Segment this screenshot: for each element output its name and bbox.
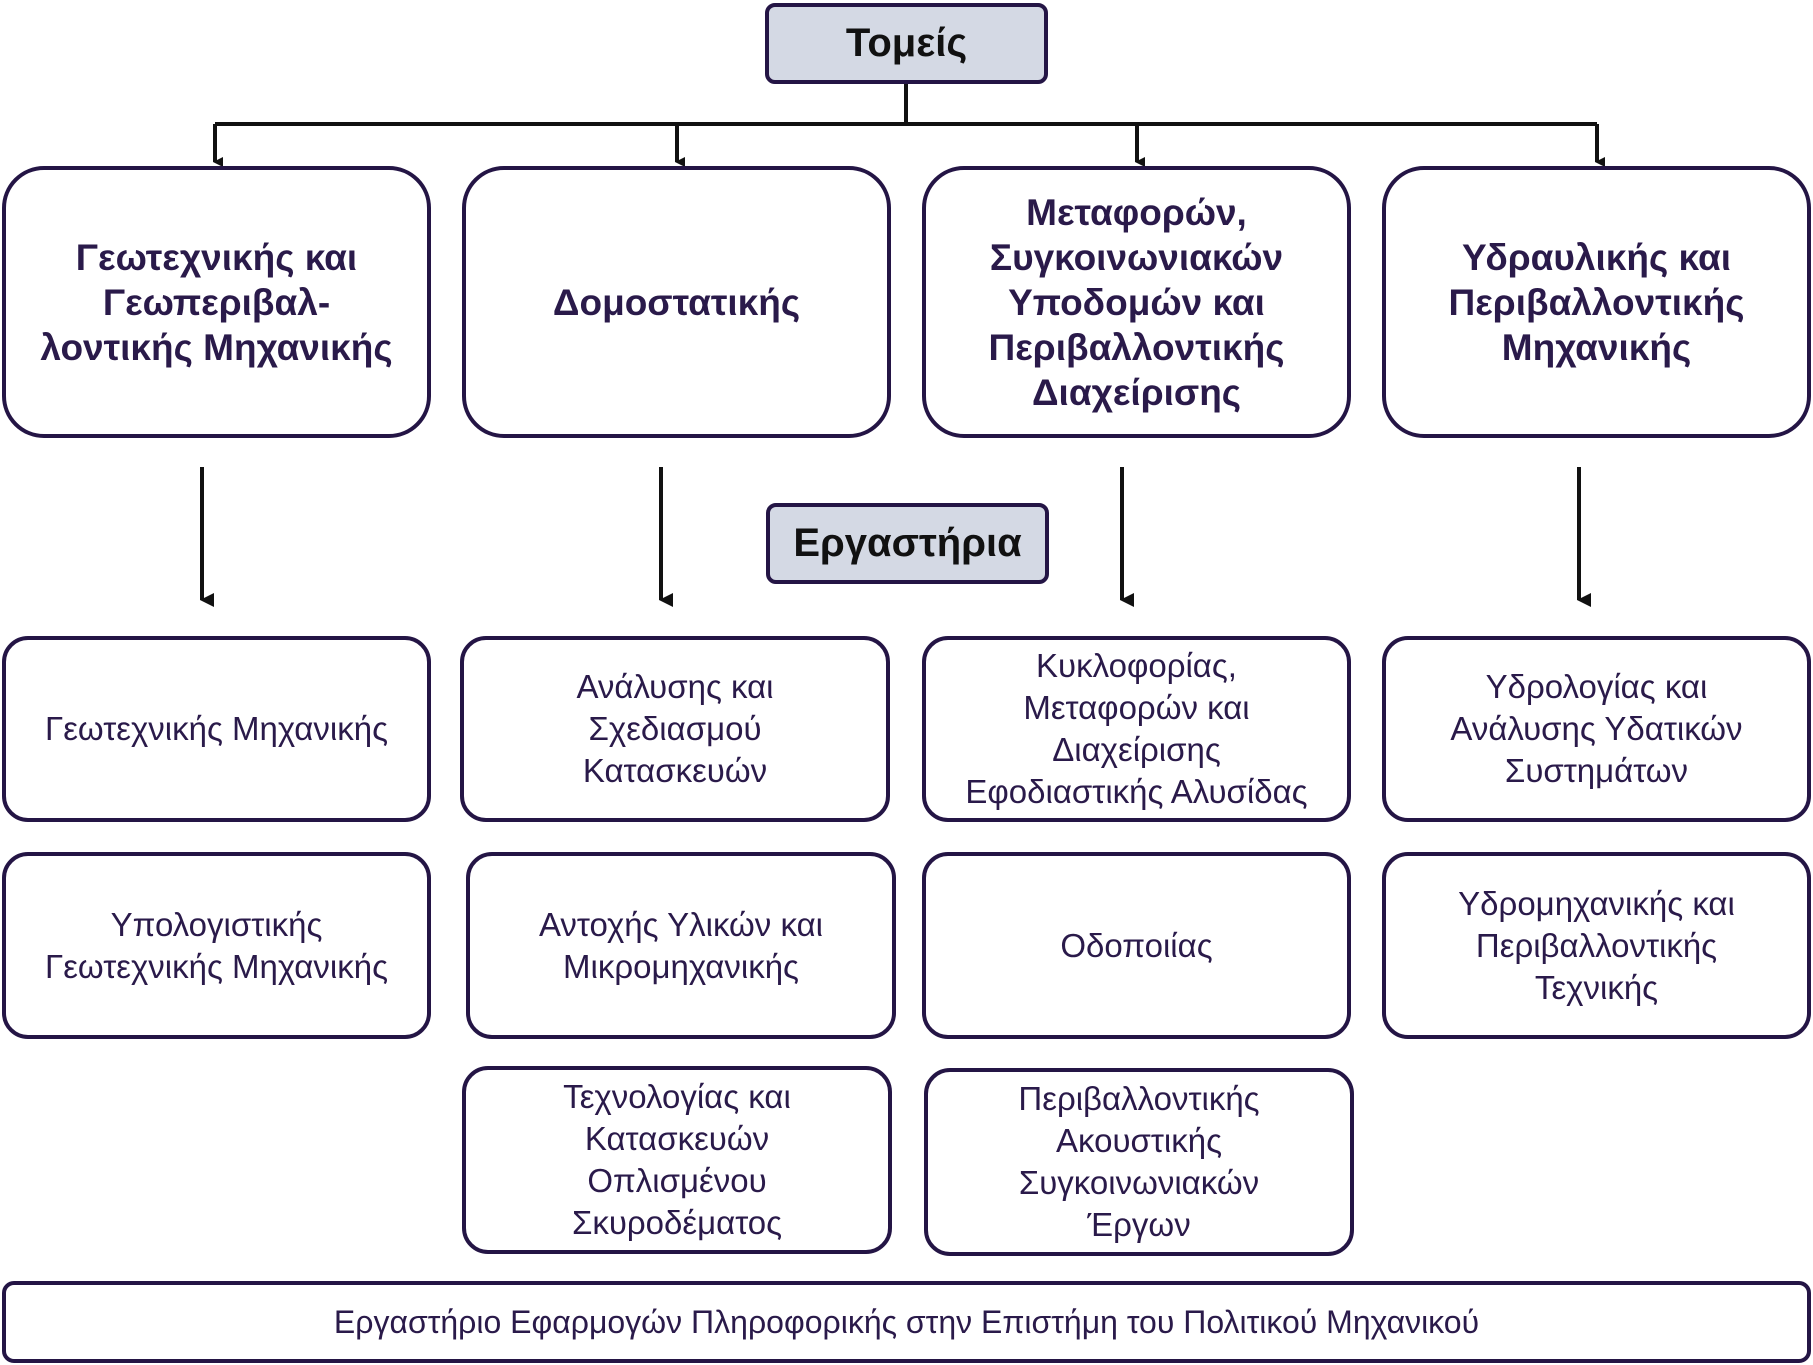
lab-label-line: Μικρομηχανικής <box>563 947 799 985</box>
shared-computing-lab: Εργαστήριο Εφαρμογών Πληροφορικής στην Ε… <box>2 1281 1811 1363</box>
lab-label-line: Ανάλυσης και <box>576 668 774 705</box>
lab-label-line: Υδρολογίας και <box>1485 668 1708 705</box>
lab-traffic-transport-logistics: Κυκλοφορίας, Μεταφορών και Διαχείρισης Ε… <box>922 636 1351 822</box>
department-label-line: Υδραυλικής και <box>1462 236 1731 278</box>
lab-label-line: Γεωτεχνικής Μηχανικής <box>45 947 388 985</box>
lab-label-line: Διαχείρισης <box>1052 731 1221 768</box>
department-label-line: Μηχανικής <box>1501 326 1692 368</box>
lab-label-line: Ανάλυσης Υδατικών <box>1450 710 1743 747</box>
lab-label-line: Αντοχής Υλικών και <box>539 905 823 943</box>
department-structural: Δομοστατικής <box>462 166 891 438</box>
lab-label-line: Έργων <box>1087 1206 1191 1243</box>
labs-header: Εργαστήρια <box>766 503 1049 584</box>
lab-computational-geotechnical: Υπολογιστικής Γεωτεχνικής Μηχανικής <box>2 852 431 1039</box>
lab-label-line: Ακουστικής <box>1056 1122 1222 1159</box>
lab-label-line: Κυκλοφορίας, <box>1036 647 1237 684</box>
lab-label-line: Οδοποιίας <box>1060 926 1213 964</box>
lab-label-line: Οπλισμένου <box>587 1162 767 1199</box>
lab-label-line: Κατασκευών <box>584 1120 770 1157</box>
lab-label-line: Συγκοινωνιακών <box>1018 1164 1260 1201</box>
lab-label-line: Σχεδιασμού <box>588 710 762 747</box>
lab-label-line: Περιβαλλοντικής <box>1018 1080 1260 1117</box>
lab-label-line: Σκυροδέματος <box>571 1204 783 1241</box>
lab-hydrology-water-systems: Υδρολογίας και Ανάλυσης Υδατικών Συστημά… <box>1382 636 1811 822</box>
lab-hydromechanics-environmental: Υδρομηχανικής και Περιβαλλοντικής Τεχνικ… <box>1382 852 1811 1039</box>
lab-geotechnical-engineering: Γεωτεχνικής Μηχανικής <box>2 636 431 822</box>
department-transportation: Μεταφορών, Συγκοινωνιακών Υποδομών και Π… <box>922 166 1351 438</box>
department-label-line: Περιβαλλοντικής <box>1448 281 1745 323</box>
department-geotechnical: Γεωτεχνικής και Γεωπεριβαλ- λοντικής Μηχ… <box>2 166 431 438</box>
lab-label-line: Υπολογιστικής <box>110 905 323 943</box>
lab-label-line: Μεταφορών και <box>1023 689 1250 726</box>
department-label-line: Διαχείρισης <box>1031 371 1242 413</box>
department-label-line: Γεωτεχνικής και <box>75 236 358 278</box>
sectors-header: Τομείς <box>765 3 1048 84</box>
department-label-line: λοντικής Μηχανικής <box>40 326 393 368</box>
lab-label-line: Συστημάτων <box>1504 752 1689 789</box>
lab-environmental-acoustics: Περιβαλλοντικής Ακουστικής Συγκοινωνιακώ… <box>924 1068 1354 1256</box>
shared-lab-label: Εργαστήριο Εφαρμογών Πληροφορικής στην Ε… <box>333 1303 1480 1340</box>
lab-label-line: Γεωτεχνικής Μηχανικής <box>45 710 388 747</box>
lab-label-line: Τεχνικής <box>1534 968 1659 1006</box>
department-label-line: Δομοστατικής <box>552 281 801 323</box>
sectors-header-label: Τομείς <box>845 21 968 65</box>
lab-label-line: Κατασκευών <box>582 752 768 789</box>
lab-strength-of-materials: Αντοχής Υλικών και Μικρομηχανικής <box>466 852 896 1039</box>
lab-highway-engineering: Οδοποιίας <box>922 852 1351 1039</box>
lab-label-line: Υδρομηχανικής και <box>1458 884 1735 922</box>
department-label-line: Μεταφορών, <box>1026 191 1247 233</box>
labs-header-label: Εργαστήρια <box>793 521 1022 565</box>
department-hydraulic: Υδραυλικής και Περιβαλλοντικής Μηχανικής <box>1382 166 1811 438</box>
lab-label-line: Εφοδιαστικής Αλυσίδας <box>965 773 1308 810</box>
lab-label-line: Τεχνολογίας και <box>563 1078 791 1115</box>
department-label-line: Υποδομών και <box>1008 281 1265 323</box>
lab-structural-analysis-design: Ανάλυσης και Σχεδιασμού Κατασκευών <box>460 636 890 822</box>
department-label-line: Συγκοινωνιακών <box>989 236 1284 278</box>
department-label-line: Περιβαλλοντικής <box>988 326 1285 368</box>
department-label-line: Γεωπεριβαλ- <box>102 281 331 323</box>
lab-label-line: Περιβαλλοντικής <box>1475 926 1718 964</box>
lab-reinforced-concrete: Τεχνολογίας και Κατασκευών Οπλισμένου Σκ… <box>462 1066 892 1254</box>
